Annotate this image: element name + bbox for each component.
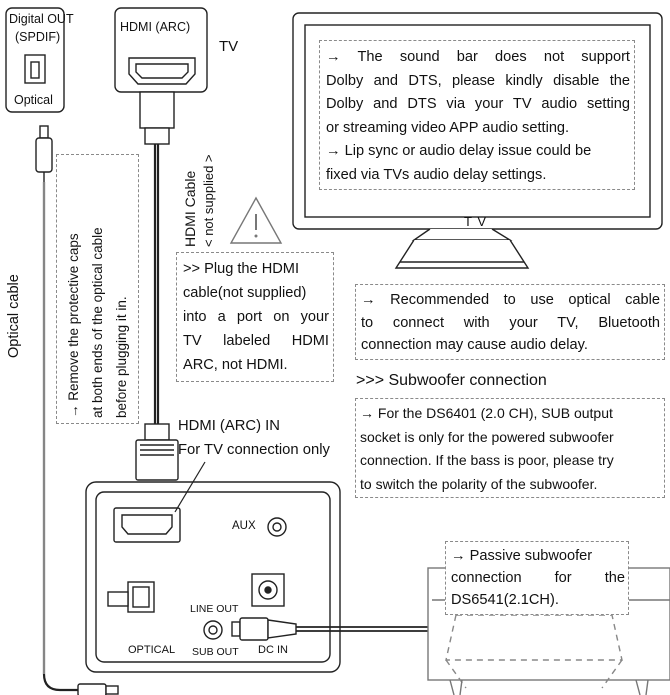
tv-audio-line-5: → Lip sync or audio delay issue could be (326, 143, 592, 159)
hdmi-plug-line-4: TV labeled HDMI (183, 333, 329, 349)
optical-port-label: OPTICAL (128, 644, 176, 656)
passive-sub-note (445, 541, 629, 615)
dc-in-label: DC IN (258, 644, 288, 656)
passive-sub-line-3: DS6541(2.1CH). (451, 592, 559, 608)
tv-audio-line-3: Dolby and DTS via your TV audio setting (326, 96, 630, 112)
hdmi-arc-label: HDMI (ARC) (120, 20, 191, 34)
passive-sub-line-2: connection for the (451, 570, 625, 586)
hdmi-in-label: HDMI (ARC) IN (178, 418, 280, 434)
subwoofer-ds6401-text: → For the DS6401 (2.0 CH), SUB output so… (360, 402, 660, 496)
tv-screen-label: T V (464, 214, 487, 229)
ds6401-line-2: socket is only for the powered subwoofer (360, 428, 614, 445)
hdmi-plug-note (176, 252, 334, 382)
recommend-text: → Recommended to use optical cable to co… (361, 289, 660, 357)
hdmi-plug-text: >> Plug the HDMI cable(not supplied) int… (183, 257, 329, 377)
hdmi-cable (135, 91, 179, 481)
tv-connection-label: For TV connection only (178, 442, 330, 458)
subwoofer-ds6401-note (355, 398, 665, 498)
passive-sub-text: → Passive subwoofer connection for the D… (451, 545, 625, 611)
tv-audio-note (319, 40, 635, 190)
recommend-line-3: connection may cause audio delay. (361, 337, 588, 353)
line-out-label: LINE OUT (190, 603, 239, 615)
hdmi-plug-line-2: cable(not supplied) (183, 285, 307, 301)
tv-audio-line-4: or streaming video APP audio setting. (326, 119, 570, 136)
hdmi-plug-line-5: ARC, not HDMI. (183, 357, 288, 373)
optical-plug (107, 591, 129, 607)
optical-caps-note (56, 154, 139, 424)
subwoofer-title: >>> Subwoofer connection (356, 372, 547, 389)
recommend-line-1: → Recommended to use optical cable (361, 292, 660, 308)
digital-out-port (5, 7, 65, 113)
ds6401-line-3: connection. If the bass is poor, please … (360, 452, 614, 468)
aux-label: AUX (232, 520, 256, 532)
subwoofer-cable (231, 617, 432, 641)
recommend-line-2: to connect with your TV, Bluetooth (361, 314, 660, 331)
tv-audio-text: → The sound bar does not support Dolby a… (326, 46, 630, 187)
digital-out-label: Digital OUT (9, 12, 74, 26)
hdmi-plug-line-1: >> Plug the HDMI (183, 261, 299, 277)
ds6401-line-4: to switch the polarity of the subwoofer. (360, 475, 598, 492)
hdmi-arc-port (114, 7, 208, 93)
spdif-label: (SPDIF) (15, 30, 61, 44)
tv-illustration (292, 12, 663, 269)
sub-out-label: SUB OUT (192, 646, 239, 658)
ds6401-line-1: → For the DS6401 (2.0 CH), SUB output (360, 405, 613, 421)
tv-audio-line-2: Dolby and DTS, please kindly disable the (326, 72, 630, 89)
warning-icon (229, 196, 283, 244)
optical-cable (35, 125, 119, 695)
tv-audio-line-6: fixed via TVs audio delay settings. (326, 166, 547, 183)
recommend-note (355, 284, 665, 360)
tv-audio-line-1: → The sound bar does not support (326, 49, 630, 65)
hdmi-plug-line-3: into a port on your (183, 309, 329, 325)
optical-small-label: Optical (14, 93, 53, 107)
passive-sub-line-1: → Passive subwoofer (451, 548, 593, 564)
tv-label: TV (219, 38, 239, 55)
